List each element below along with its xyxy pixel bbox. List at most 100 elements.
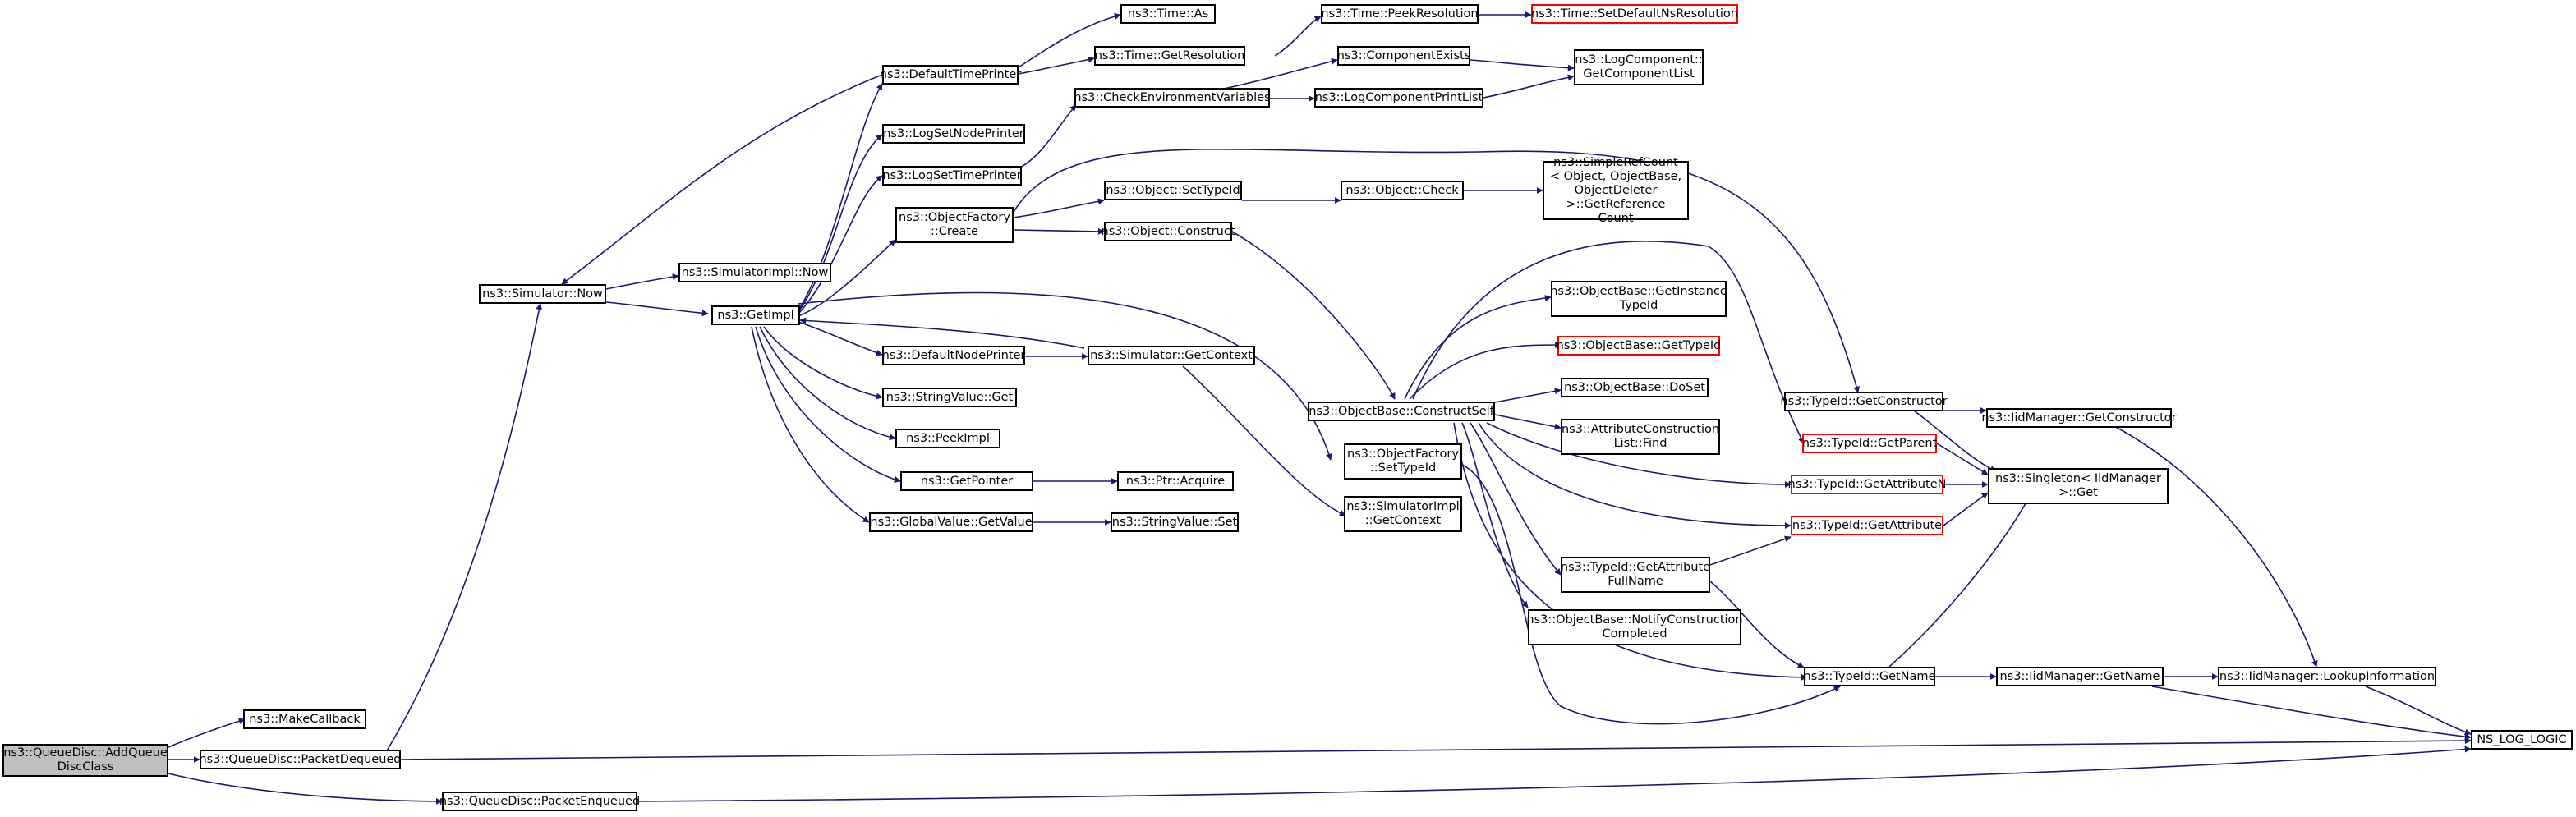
edge	[1470, 422, 1562, 576]
node-simplerefcount-getreferencecount[interactable]: ns3::SimpleRefCount < Object, ObjectBase…	[1543, 156, 1689, 225]
edge	[1494, 388, 1562, 403]
node-defaultnodeprinter[interactable]: ns3::DefaultNodePrinter	[882, 346, 1025, 365]
edge	[1412, 241, 1805, 444]
edge	[1913, 410, 1997, 472]
edge	[763, 326, 883, 400]
edge	[798, 321, 883, 356]
edge	[798, 291, 1332, 461]
edge	[1013, 227, 1105, 235]
edge	[751, 326, 870, 523]
node-componentexists[interactable]: ns3::ComponentExists	[1337, 46, 1470, 66]
edge	[605, 273, 679, 290]
node-object-settypeid[interactable]: ns3::Object::SetTypeId	[1104, 181, 1242, 200]
node-simulatorimpl-now[interactable]: ns3::SimulatorImpl::Now	[678, 263, 831, 282]
edge	[1223, 57, 1338, 90]
edge	[1888, 497, 2030, 668]
edge	[1409, 342, 1562, 400]
node-typeid-getconstructor[interactable]: ns3::TypeId::GetConstructor	[1780, 392, 1948, 411]
edge	[1709, 535, 1792, 566]
node-typeid-getattributen[interactable]: ns3::TypeId::GetAttributeN	[1788, 475, 1947, 494]
node-globalvalue-getvalue[interactable]: ns3::GlobalValue::GetValue	[869, 512, 1033, 532]
node-objectbase-getinstancetypeid[interactable]: ns3::ObjectBase::GetInstance TypeId	[1550, 281, 1727, 317]
edge	[605, 301, 709, 317]
node-checkenvironmentvariables[interactable]: ns3::CheckEnvironmentVariables	[1074, 88, 1271, 108]
node-object-construct[interactable]: ns3::Object::Construct	[1102, 222, 1235, 241]
node-iidmanager-getconstructor[interactable]: ns3::IidManager::GetConstructor	[1981, 408, 2177, 428]
edge	[1478, 422, 1792, 529]
edge	[2102, 420, 2318, 668]
edge	[1404, 295, 1552, 400]
edge	[400, 737, 2472, 760]
node-simulatorimpl-getcontext[interactable]: ns3::SimulatorImpl ::GetContext	[1344, 496, 1462, 532]
edge	[1013, 148, 1860, 393]
node-singleton-iidmanager-get[interactable]: ns3::Singleton< IidManager >::Get	[1988, 468, 2169, 504]
node-objectbase-notifyconstructioncompleted[interactable]: ns3::ObjectBase::NotifyConstruction Comp…	[1526, 609, 1743, 645]
edge	[168, 718, 246, 748]
node-simulator-getcontext[interactable]: ns3::Simulator::GetContext	[1088, 346, 1255, 365]
node-time-getresolution[interactable]: ns3::Time::GetResolution	[1094, 46, 1245, 66]
node-logsetnodeprinter[interactable]: ns3::LogSetNodePrinter	[882, 124, 1025, 144]
edge	[1943, 492, 1989, 526]
node-objectfactory-settypeid[interactable]: ns3::ObjectFactory ::SetTypeId	[1344, 443, 1462, 480]
edge	[1470, 59, 1575, 71]
edge	[1274, 16, 1322, 57]
edge	[561, 74, 883, 285]
node-logcomponent-getcomponentlist[interactable]: ns3::LogComponent:: GetComponentList	[1574, 49, 1704, 85]
node-iidmanager-lookupinformation[interactable]: ns3::IidManager::LookupInformation	[2218, 667, 2436, 686]
edge	[755, 326, 901, 483]
edge	[1486, 422, 1792, 488]
node-objectfactory-create[interactable]: ns3::ObjectFactory ::Create	[895, 207, 1014, 243]
edge	[2151, 686, 2472, 741]
node-typeid-getattributefullname[interactable]: ns3::TypeId::GetAttribute FullName	[1561, 557, 1710, 593]
node-objectbase-doset[interactable]: ns3::ObjectBase::DoSet	[1561, 378, 1709, 397]
edge	[637, 746, 2472, 802]
edge	[798, 239, 896, 317]
node-typeid-getattribute[interactable]: ns3::TypeId::GetAttribute	[1791, 516, 1944, 535]
node-time-peekresolution[interactable]: ns3::Time::PeekResolution	[1321, 4, 1479, 24]
node-simulator-now[interactable]: ns3::Simulator::Now	[479, 284, 606, 304]
node-objectbase-constructself[interactable]: ns3::ObjectBase::ConstructSelf	[1308, 402, 1495, 421]
edge	[1936, 443, 1989, 475]
node-packetenqueued[interactable]: ns3::QueueDisc::PacketEnqueued	[439, 792, 640, 811]
edge	[1483, 74, 1575, 99]
edge	[1461, 464, 1841, 725]
node-queuedisc-addqueuediscclass[interactable]: ns3::QueueDisc::AddQueue DiscClass	[2, 744, 168, 777]
node-attributeconstructionlist-find[interactable]: ns3::AttributeConstruction List::Find	[1561, 419, 1720, 455]
edge	[1018, 13, 1121, 68]
edge	[1709, 581, 1805, 668]
edge	[798, 175, 883, 314]
node-defaulttimeprinter[interactable]: ns3::DefaultTimePrinter	[880, 65, 1021, 85]
edge	[759, 326, 896, 441]
edge	[1494, 414, 1562, 430]
edge	[1461, 422, 1529, 608]
node-typeid-getname[interactable]: ns3::TypeId::GetName	[1804, 667, 1935, 686]
node-ns-log-logic[interactable]: NS_LOG_LOGIC	[2471, 730, 2573, 750]
edge	[1018, 56, 1095, 75]
node-packetdequeued[interactable]: ns3::QueueDisc::PacketDequeued	[199, 750, 402, 769]
node-ptr-acquire[interactable]: ns3::Ptr::Acquire	[1117, 471, 1234, 491]
node-time-setdefaultnsresolution[interactable]: ns3::Time::SetDefaultNsResolution	[1531, 4, 1738, 24]
node-stringvalue-get[interactable]: ns3::StringValue::Get	[882, 388, 1017, 407]
edge	[798, 134, 883, 313]
edge	[1182, 365, 1346, 516]
edge	[2365, 686, 2472, 736]
node-logcomponentprintlist[interactable]: ns3::LogComponentPrintList	[1314, 88, 1484, 108]
edge	[168, 773, 443, 805]
edge	[385, 303, 543, 753]
node-logsettimeprinter[interactable]: ns3::LogSetTimePrinter	[882, 166, 1022, 186]
node-stringvalue-set[interactable]: ns3::StringValue::Set	[1111, 512, 1239, 532]
node-peekimpl[interactable]: ns3::PeekImpl	[895, 429, 1000, 448]
node-getpointer[interactable]: ns3::GetPointer	[900, 471, 1033, 491]
edge	[1231, 231, 1396, 400]
node-object-check[interactable]: ns3::Object::Check	[1341, 181, 1464, 200]
node-time-as[interactable]: ns3::Time::As	[1120, 4, 1216, 24]
node-iidmanager-getname[interactable]: ns3::IidManager::GetName	[1996, 667, 2164, 686]
edge	[798, 83, 883, 311]
node-makecallback[interactable]: ns3::MakeCallback	[243, 709, 366, 729]
edge	[1018, 104, 1077, 169]
node-objectbase-gettypeid[interactable]: ns3::ObjectBase::GetTypeId	[1557, 336, 1721, 356]
edge	[799, 317, 1085, 349]
node-typeid-getparent[interactable]: ns3::TypeId::GetParent	[1802, 434, 1937, 453]
node-getimpl[interactable]: ns3::GetImpl	[711, 305, 800, 325]
